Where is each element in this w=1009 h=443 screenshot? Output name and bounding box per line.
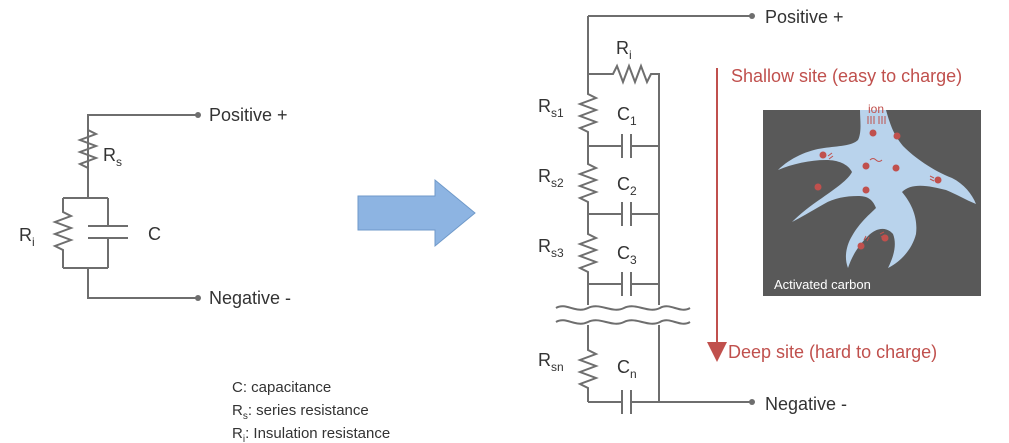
ion-dot xyxy=(862,162,870,170)
c3-label: C3 xyxy=(617,243,637,267)
right-circuit xyxy=(555,15,752,414)
left-c-label: C xyxy=(148,224,161,244)
legend-item: Rs: series resistance xyxy=(232,402,369,422)
rs1-label: Rs1 xyxy=(538,96,564,120)
rsn-label: Rsn xyxy=(538,350,564,374)
right-positive-wire xyxy=(587,15,752,74)
pore-network xyxy=(778,110,976,268)
ion-dot xyxy=(814,183,822,191)
left-ri-label: Ri xyxy=(19,225,35,249)
legend-item: Ri: Insulation resistance xyxy=(232,425,390,443)
ion-dot xyxy=(869,129,877,137)
right-negative-label: Negative - xyxy=(765,394,847,414)
left-series-resistor xyxy=(77,129,99,198)
rs1-resistor xyxy=(577,74,599,146)
ion-squiggles xyxy=(827,116,935,242)
legend: C: capacitance Rs: series resistance Ri:… xyxy=(232,379,390,443)
break-mark-upper xyxy=(555,305,691,311)
shallow-site-label: Shallow site (easy to charge) xyxy=(731,66,962,86)
c2-capacitor xyxy=(588,202,659,226)
left-insulation-resistor xyxy=(52,198,74,268)
legend-item: C: capacitance xyxy=(232,379,331,396)
activated-carbon-label: Activated carbon xyxy=(774,277,871,292)
ion-dot xyxy=(862,186,870,194)
left-positive-label: Positive + xyxy=(209,105,288,125)
deep-site-label: Deep site (hard to charge) xyxy=(728,342,937,362)
right-positive-label: Positive + xyxy=(765,7,844,27)
left-positive-wire xyxy=(87,114,198,190)
c1-capacitor xyxy=(588,134,659,158)
left-positive-terminal xyxy=(195,112,201,118)
ion-dot xyxy=(857,242,865,250)
left-negative-wire xyxy=(87,268,198,299)
right-positive-terminal xyxy=(749,13,755,19)
right-insulation-resistor xyxy=(588,63,660,305)
left-negative-label: Negative - xyxy=(209,288,291,308)
activated-carbon-panel: ion Activated carbon xyxy=(763,102,981,296)
ion-label: ion xyxy=(868,102,884,116)
right-negative-terminal xyxy=(749,399,755,405)
transform-arrow xyxy=(357,178,476,248)
left-rs-label: Rs xyxy=(103,145,122,169)
c3-capacitor xyxy=(588,272,659,296)
left-capacitor-plates xyxy=(88,225,128,239)
pore-branch xyxy=(880,199,910,252)
right-negative-wire xyxy=(658,325,752,403)
cn-label: Cn xyxy=(617,357,637,381)
ion-dot xyxy=(892,164,900,172)
rs3-resistor xyxy=(577,214,599,305)
rs2-resistor xyxy=(577,146,599,214)
ion-markers xyxy=(814,129,942,250)
break-mark-lower xyxy=(555,319,691,325)
rs2-label: Rs2 xyxy=(538,166,564,190)
cn-capacitor xyxy=(588,390,659,414)
c2-label: C2 xyxy=(617,174,637,198)
ion-dot xyxy=(893,132,901,140)
ion-dot xyxy=(819,151,827,159)
rsn-resistor xyxy=(577,325,599,402)
c1-label: C1 xyxy=(617,104,637,128)
right-ri-label: Ri xyxy=(616,38,632,62)
rs3-label: Rs3 xyxy=(538,236,564,260)
left-circuit xyxy=(52,114,198,299)
ion-dot xyxy=(934,176,942,184)
left-negative-terminal xyxy=(195,295,201,301)
